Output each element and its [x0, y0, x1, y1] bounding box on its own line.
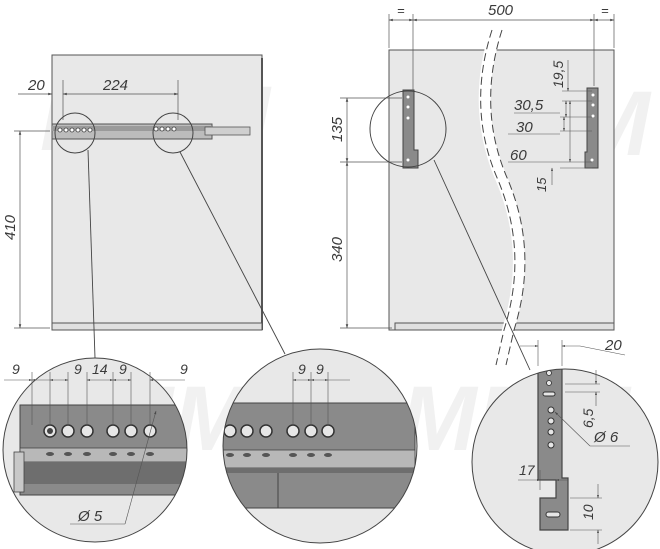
dim-60: 60	[510, 147, 527, 164]
dim-30: 30	[516, 119, 533, 136]
break-line	[478, 28, 525, 367]
dim-19-5: 19,5	[550, 61, 566, 88]
cabinet-side-view: 20 224 410	[2, 54, 286, 359]
dim-500: 500	[488, 2, 514, 19]
bracket-left	[402, 89, 419, 169]
detail-c-bracket	[537, 369, 569, 531]
detail-view-c: 20 6,5 Ø 6 17 10	[471, 337, 659, 549]
detail-circle-b	[152, 112, 194, 154]
detail-a-dim-9-second: 9	[74, 361, 82, 377]
dim-410: 410	[2, 214, 19, 240]
bottom-panel	[51, 322, 263, 331]
detail-b-holes	[286, 424, 335, 438]
runner-holes-front	[57, 127, 93, 133]
detail-c-diameter: Ø 6	[593, 429, 619, 446]
detail-a-dim-9-right: 9	[180, 361, 188, 377]
side-panel	[51, 54, 263, 331]
detail-c-dim-17: 17	[519, 462, 536, 478]
dim-20: 20	[27, 77, 45, 94]
dim-equal-right: =	[601, 3, 609, 18]
detail-view-b: 9 9	[222, 348, 418, 544]
detail-a-dim-14: 14	[92, 361, 108, 377]
bracket-right	[584, 87, 599, 169]
detail-circle-a	[54, 112, 96, 154]
dim-equal-left: =	[397, 3, 405, 18]
dim-15: 15	[534, 177, 549, 192]
detail-c-dim-20: 20	[604, 337, 622, 354]
detail-view-a: 9 9 14 9 9 Ø 5	[2, 357, 188, 543]
cabinet-rear-view: = 500 = 135 340 19,5 30,5 30 60 15	[329, 2, 615, 371]
dim-30-5: 30,5	[514, 97, 544, 114]
detail-a-diameter: Ø 5	[77, 508, 103, 525]
dim-340: 340	[329, 236, 346, 262]
detail-a-dim-9-third: 9	[119, 361, 127, 377]
detail-circle-c	[369, 90, 447, 168]
detail-a-dim-9-left: 9	[12, 361, 20, 377]
dim-224: 224	[102, 77, 128, 94]
detail-c-dim-6-5: 6,5	[580, 408, 596, 428]
runner-holes-rear	[153, 126, 177, 132]
detail-b-dim-9-left: 9	[298, 361, 306, 377]
dim-135: 135	[329, 116, 346, 142]
detail-b-dim-9-right: 9	[316, 361, 324, 377]
detail-c-dim-10: 10	[580, 504, 596, 520]
